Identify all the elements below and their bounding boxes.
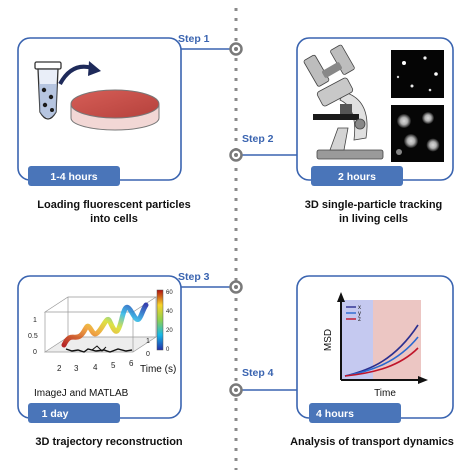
colorbar-tick: 40 (166, 309, 173, 315)
step-3-caption-line: 3D trajectory reconstruction (35, 436, 183, 448)
step-1-group: Step 1 1-4 hours (17, 33, 243, 186)
legend-y: y (358, 311, 361, 317)
step-2-caption-line: 3D single-particle tracking (304, 199, 443, 211)
legend-x: x (358, 305, 361, 311)
x-axis-label: Time (s) (140, 364, 176, 375)
y-tick: 0 (33, 349, 37, 356)
step-3-caption: 3D trajectory reconstruction (4, 435, 214, 449)
step-1-caption-line: into cells (90, 213, 138, 225)
step-3-duration: 1 day (42, 408, 69, 420)
step-1-caption: Loading fluorescent particles into cells (14, 198, 214, 226)
msd-y-label: MSD (323, 329, 334, 351)
microtube-icon (34, 61, 62, 120)
step-1-label: Step 1 (178, 33, 210, 45)
step-2-duration: 2 hours (338, 171, 376, 183)
step-4-label: Step 4 (242, 367, 274, 379)
side-tick: 1 (146, 338, 150, 345)
petri-dish-icon (70, 89, 160, 131)
step-1-duration: 1-4 hours (50, 171, 97, 183)
x-tick: 2 (57, 364, 62, 373)
msd-curve-z (344, 347, 419, 377)
trajectory-3d-plot: 60 40 20 0 1 0.5 0 1 0 2 3 4 5 6 Time (s… (28, 289, 176, 375)
step-1-caption-line: Loading fluorescent particles (37, 199, 191, 211)
software-label: ImageJ and MATLAB (34, 388, 129, 399)
y-tick: 1 (33, 317, 37, 324)
step-2-group: Step 2 (229, 37, 454, 186)
msd-region-long (373, 300, 421, 380)
step-3-group: Step 3 60 40 20 0 1 0.5 0 (17, 271, 243, 423)
side-tick: 0 (146, 351, 150, 358)
msd-legend: x y z (346, 305, 361, 323)
step-4-group: Step 4 x y z MSD Time 4 hours (229, 275, 454, 423)
step-2-duration-tab (311, 166, 403, 186)
x-tick: 5 (111, 361, 116, 370)
step-2-caption: 3D single-particle tracking in living ce… (276, 198, 471, 226)
step-2-caption-line: in living cells (338, 213, 409, 225)
step-3-duration-tab (28, 403, 120, 423)
step-4-duration-tab (309, 403, 401, 423)
step-1-duration-tab (28, 166, 120, 186)
x-tick: 3 (74, 364, 79, 373)
x-tick: 4 (93, 363, 98, 372)
msd-plot: x y z MSD Time (323, 292, 428, 399)
step-4-caption-line: Analysis of transport dynamics (290, 436, 454, 448)
colorbar (156, 289, 164, 351)
step-2-label: Step 2 (242, 133, 274, 145)
colorbar-tick: 60 (166, 290, 173, 296)
fluorescence-image-bottom (391, 105, 444, 162)
y-tick: 0.5 (28, 333, 38, 340)
step-3-label: Step 3 (178, 271, 210, 283)
fluorescence-image-top (391, 50, 444, 98)
colorbar-tick: 20 (166, 328, 173, 334)
msd-x-label: Time (374, 388, 396, 399)
step-4-duration: 4 hours (316, 408, 354, 420)
x-tick: 6 (129, 359, 134, 368)
legend-z: z (358, 317, 361, 323)
colorbar-tick: 0 (166, 347, 170, 353)
step-4-caption: Analysis of transport dynamics (272, 435, 472, 449)
microscope-icon (303, 44, 384, 160)
